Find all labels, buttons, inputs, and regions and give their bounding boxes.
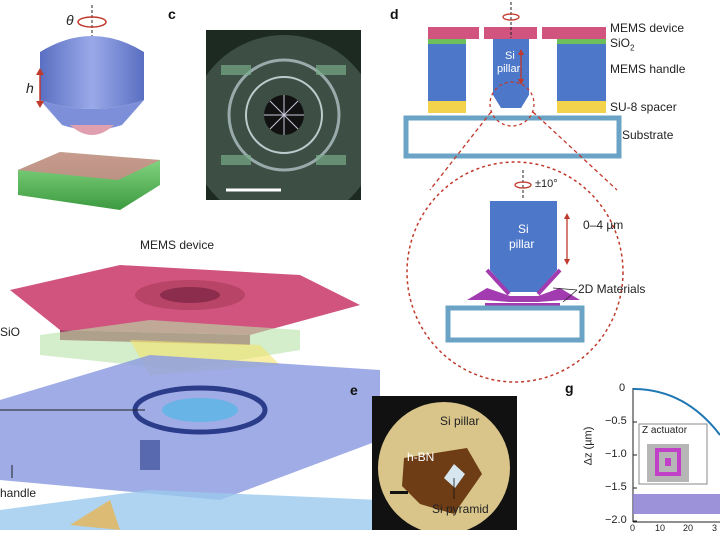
panel-d xyxy=(395,0,720,385)
tick-x-1: 10 xyxy=(655,523,666,533)
label-substrate: Substrate xyxy=(622,128,674,142)
label-2d-materials: 2D Materials xyxy=(578,282,646,296)
rotation-arrow-icon xyxy=(77,16,107,28)
label-rotation: ±10° xyxy=(535,178,558,190)
pillar-body xyxy=(40,36,144,109)
substrate-layer xyxy=(0,490,380,530)
displacement-curve xyxy=(632,388,720,436)
tick-y-4: −2.0 xyxy=(605,514,627,526)
h-symbol: h xyxy=(26,80,34,96)
mems-handle-layer xyxy=(0,355,380,500)
label-sio2-b: SiO xyxy=(0,325,21,339)
label-si-pillar-line2: pillar xyxy=(497,63,521,75)
theta-symbol: θ xyxy=(66,12,74,28)
purple-band xyxy=(633,494,720,514)
label-zoom-si-line1: Si xyxy=(518,222,529,236)
label-hbn: h-BN xyxy=(407,450,435,464)
tick-y-1: −0.5 xyxy=(605,415,627,427)
sio2-subscript: 2 xyxy=(630,43,635,53)
panel-letter-d: d xyxy=(390,6,399,22)
pillar-taper xyxy=(40,100,144,130)
pillar-tip xyxy=(70,125,114,135)
sio2-text: SiO xyxy=(610,36,631,50)
panel-letter-c: c xyxy=(168,6,176,22)
z-actuator-ring xyxy=(655,448,681,476)
panel-c-photo xyxy=(206,30,361,200)
sio2-bar-right xyxy=(557,39,606,44)
substrate-box xyxy=(403,115,622,159)
zoom-source-circle xyxy=(489,81,535,127)
tick-x-2: 20 xyxy=(683,523,694,533)
tick-x-3: 3 xyxy=(712,523,718,533)
mems-device-bar xyxy=(428,27,606,39)
zoom-rotation-arrow-icon xyxy=(514,181,532,189)
tick-y-3: −1.5 xyxy=(605,481,627,493)
label-handle-b: handle xyxy=(0,486,37,500)
label-mems-device-d: MEMS device xyxy=(610,21,685,35)
su8-spacer-left xyxy=(428,101,466,113)
zoomed-substrate xyxy=(445,305,585,343)
panel-e-photo: Si pillar h-BN Si pyramid xyxy=(372,396,517,530)
panel-a-illustration xyxy=(18,5,160,210)
si-pillar xyxy=(493,39,529,108)
tick-y-0: 0 xyxy=(619,382,626,394)
label-si-pyramid: Si pyramid xyxy=(432,502,489,516)
rotation-arrow-icon xyxy=(502,13,520,21)
label-si-pillar-line1: Si xyxy=(505,50,515,62)
2d-material-layer xyxy=(18,152,160,180)
label-su8-spacer: SU-8 spacer xyxy=(610,100,677,114)
mems-handle-left xyxy=(428,44,466,101)
panel-letter-e: e xyxy=(350,382,358,398)
label-mems-device-b: MEMS device xyxy=(140,238,215,252)
label-sio2-d: SiO2 xyxy=(610,36,634,52)
zoomed-si-pillar xyxy=(490,201,557,292)
hbn-flake xyxy=(402,448,482,514)
label-zoom-si-line2: pillar xyxy=(509,237,535,251)
scale-bar xyxy=(390,491,408,494)
label-mems-handle-d: MEMS handle xyxy=(610,62,686,76)
sio2-bar-left xyxy=(428,39,466,44)
2d-material-coating xyxy=(467,288,580,302)
y-axis-label: Δz (µm) xyxy=(582,426,595,466)
label-travel: 0–4 µm xyxy=(583,218,624,232)
panel-g: 0 −0.5 −1.0 −1.5 −2.0 Δz (µm) Z actuator… xyxy=(575,380,720,533)
mems-handle-right xyxy=(557,44,606,101)
label-si-pillar-e: Si pillar xyxy=(440,414,480,428)
inset-title: Z actuator xyxy=(642,425,688,436)
panel-b xyxy=(0,250,380,530)
panel-letter-g: g xyxy=(565,380,574,396)
su8-spacer-right xyxy=(557,101,606,113)
zoom-detail-circle xyxy=(406,161,624,383)
panel-a: θ h xyxy=(0,0,175,235)
si-pyramid xyxy=(444,464,465,488)
tick-y-2: −1.0 xyxy=(605,448,627,460)
tick-x-0: 0 xyxy=(630,523,636,533)
